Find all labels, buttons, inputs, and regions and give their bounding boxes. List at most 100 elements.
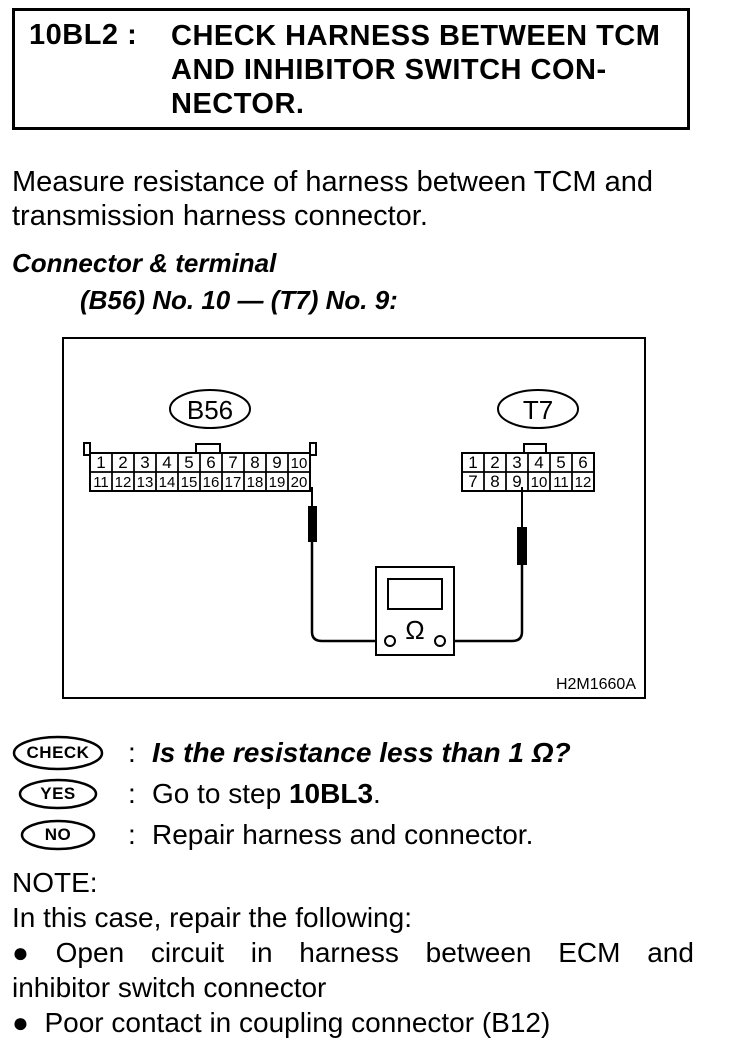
t7-pin-label: 9 [512, 472, 521, 491]
yes-badge-label: YES [40, 784, 76, 803]
no-action: Repair harness and connector. [152, 819, 534, 850]
check-colon: : [128, 737, 136, 768]
b56-pin-label: 18 [247, 474, 264, 491]
ohmmeter-terminal-right [434, 635, 446, 647]
t7-pin-label: 6 [578, 453, 587, 472]
b56-label-oval [169, 389, 251, 429]
t7-pin-label: 7 [468, 472, 477, 491]
yes-action: Go to step 10BL3. [152, 776, 381, 812]
b56-pin-label: 5 [184, 453, 193, 472]
note-item-1-word: ECM [558, 937, 621, 968]
check-badge-outline [12, 735, 104, 771]
b56-pin-label: 11 [93, 474, 109, 491]
t7-pin-label: 5 [556, 453, 565, 472]
t7-pin-cell [571, 471, 595, 492]
note-bullet-1: ● [12, 937, 29, 968]
b56-side-tab-right [309, 442, 317, 456]
connector-terminal-spec: (B56) No. 10 — (T7) No. 9: [80, 285, 398, 315]
t7-pin-label: 8 [490, 472, 499, 491]
b56-pin-label: 17 [225, 474, 242, 491]
instruction-line-1: Measure resistance of harness between TC… [12, 166, 654, 198]
yes-badge-outline [18, 778, 98, 810]
connector-terminal-heading: Connector & terminal [12, 248, 277, 278]
step-title-line-3: NECTOR. [171, 88, 305, 120]
no-badge-label: NO [44, 825, 72, 844]
b56-pin-label: 13 [137, 474, 154, 491]
no-colon: : [128, 819, 136, 850]
note-item-1-word: and [647, 937, 694, 968]
right-probe-wire [446, 565, 524, 643]
b56-pin-label: 7 [228, 453, 237, 472]
note-item-1: ● Open circuit in harness between ECM an… [12, 935, 694, 970]
note-item-1-word: Open [55, 937, 125, 968]
yes-badge: YES [18, 776, 98, 812]
note-bullet-2: ● [12, 1007, 29, 1038]
t7-pin-label: 2 [490, 453, 499, 472]
note-intro: In this case, repair the following: [12, 902, 412, 933]
step-title-line-2: AND INHIBITOR SWITCH CON- [171, 54, 607, 86]
b56-pin-label: 8 [250, 453, 259, 472]
b56-pin-label: 14 [159, 474, 176, 491]
note-item-2-text: Poor contact in coupling connector (B12) [44, 1007, 551, 1038]
ohmmeter-display [387, 578, 443, 610]
yes-action-prefix: Go to step [152, 778, 289, 809]
instruction-line-2: transmission harness connector. [12, 200, 428, 232]
t7-pin-label: 1 [468, 453, 477, 472]
note-item-1-word: in [250, 937, 273, 968]
left-probe-wire [310, 542, 386, 643]
right-probe [517, 527, 527, 565]
yes-action-step: 10BL3 [288, 778, 374, 809]
t7-latch [523, 443, 547, 454]
b56-pin-label: 3 [140, 453, 149, 472]
b56-pin-label: 6 [206, 453, 215, 472]
t7-label-oval [497, 389, 579, 429]
b56-pin-label: 15 [181, 474, 198, 491]
step-title-line-1: CHECK HARNESS BETWEEN TCM [171, 20, 661, 52]
note-item-2: ● Poor contact in coupling connector (B1… [12, 1005, 694, 1040]
b56-latch [195, 443, 221, 454]
yes-action-suffix: . [373, 778, 381, 809]
b56-pin-label: 20 [291, 474, 308, 491]
t7-label: T7 [523, 395, 553, 425]
t7-pin-label: 11 [553, 474, 569, 491]
note-item-1-word: circuit [150, 937, 225, 968]
b56-pin-label: 2 [118, 453, 127, 472]
no-badge: NO [20, 817, 96, 853]
check-question: Is the resistance less than 1 Ω? [152, 737, 571, 768]
b56-pin-label: 16 [203, 474, 220, 491]
ohmmeter-terminal-left [384, 635, 396, 647]
b56-pin-label: 19 [269, 474, 286, 491]
figure-code: H2M1660A [556, 676, 636, 693]
b56-pin-cell [287, 471, 311, 492]
b56-pin-label: 9 [272, 453, 281, 472]
check-badge-label: CHECK [26, 743, 90, 762]
ohm-symbol: Ω [405, 615, 424, 645]
b56-pin-label: 4 [162, 453, 171, 472]
t7-pin-label: 3 [512, 453, 521, 472]
b56-label: B56 [187, 395, 233, 425]
note-label: NOTE: [12, 867, 98, 898]
b56-pin-label: 12 [115, 474, 132, 491]
t7-pin-label: 12 [575, 474, 592, 491]
yes-colon: : [128, 778, 136, 809]
step-id: 10BL2 : [29, 19, 138, 51]
note-item-1-word: between [425, 937, 532, 968]
b56-pin-label: 10 [291, 455, 308, 472]
b56-side-tab-left [83, 442, 91, 456]
b56-pin-label: 1 [96, 453, 105, 472]
step-title: CHECK HARNESS BETWEEN TCM AND INHIBITOR … [171, 19, 686, 121]
t7-pin-label: 4 [534, 453, 543, 472]
instruction-text: Measure resistance of harness between TC… [12, 165, 653, 233]
note-section: NOTE: In this case, repair the following… [12, 865, 694, 1040]
no-badge-outline [20, 819, 96, 851]
left-probe [308, 506, 317, 542]
note-item-1-continued: inhibitor switch connector [12, 972, 327, 1003]
note-item-1-word: harness [299, 937, 399, 968]
t7-pin-label: 10 [531, 474, 548, 491]
check-badge: CHECK [12, 735, 104, 771]
step-header-box: 10BL2 : CHECK HARNESS BETWEEN TCM AND IN… [12, 8, 690, 130]
